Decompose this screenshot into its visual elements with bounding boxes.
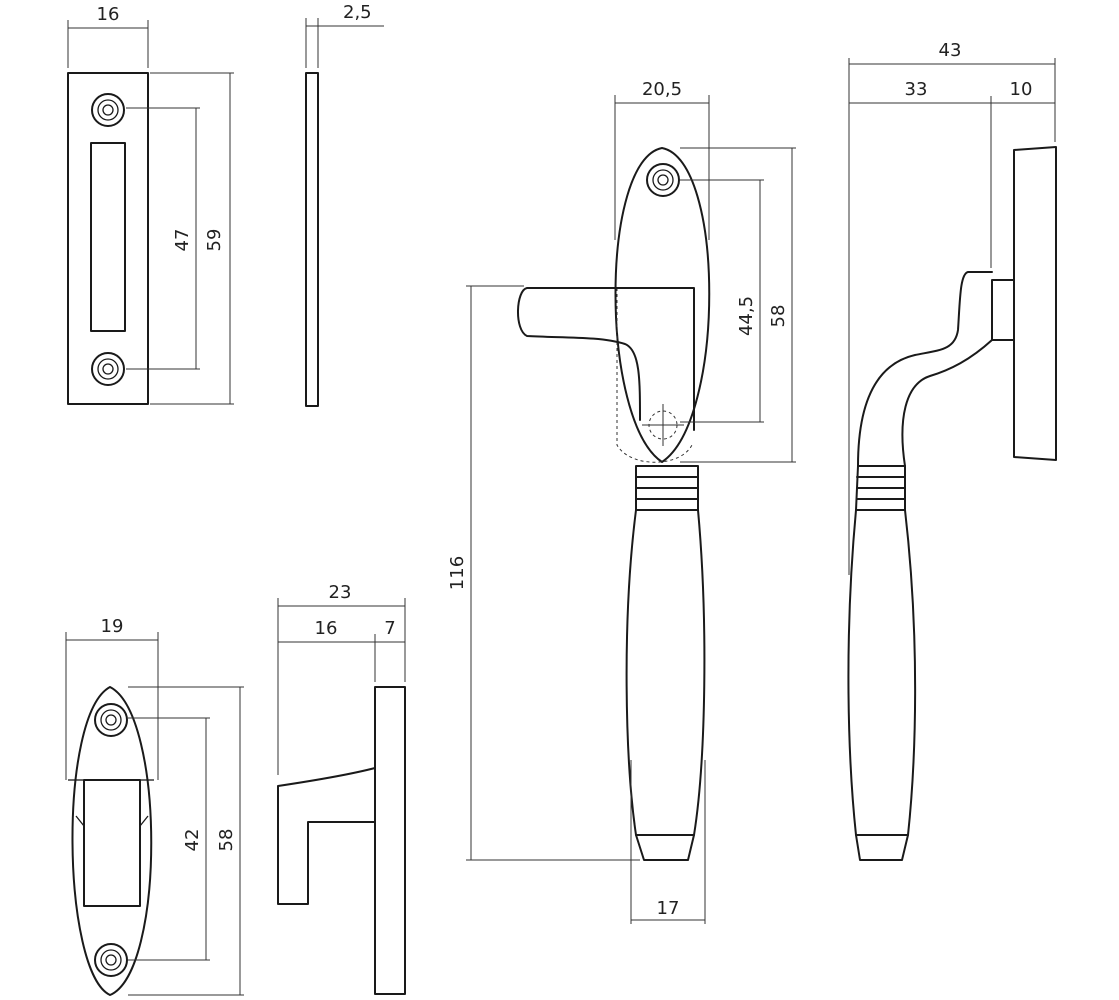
- dim-label-handle-length: 116: [447, 556, 468, 590]
- side-collar: [855, 465, 906, 511]
- plate-thickness-dimension: 2,5: [305, 2, 384, 68]
- handle-rose-height-dimension: 58: [680, 147, 796, 463]
- dim-label-hook-depth-a: 16: [315, 618, 338, 639]
- plate-hole-spacing-dimension: 47: [126, 107, 200, 370]
- handle-rose: [614, 147, 711, 463]
- handle-length-dimension: 116: [447, 285, 640, 861]
- dim-label-plate-hole-spacing: 47: [172, 229, 193, 252]
- dim-label-handle-hole-spacing: 44,5: [736, 296, 757, 336]
- keep-front-view: [68, 686, 154, 996]
- hook-depth-dimensions: 23 16 7: [277, 582, 406, 775]
- handle-rose-width-dimension: 20,5: [614, 79, 710, 240]
- handle-blade: [517, 287, 641, 421]
- plate-width-dimension: 16: [67, 4, 149, 68]
- handle-collar: [635, 465, 699, 511]
- handle-front-view: [517, 147, 711, 861]
- dim-label-keep-height: 58: [216, 829, 237, 852]
- keep-width-dimension: 19: [65, 616, 159, 780]
- dim-label-side-total-depth: 43: [939, 40, 962, 61]
- handle-grip-width-dimension: 17: [630, 760, 706, 924]
- keep-height-dimension: 58: [128, 686, 244, 996]
- dim-label-hook-depth-b: 7: [384, 618, 395, 639]
- strike-plate-side-view: [305, 72, 319, 407]
- dim-label-handle-grip-width: 17: [657, 898, 680, 919]
- plate-height-dimension: 59: [150, 72, 234, 405]
- handle-hole-spacing-dimension: 44,5: [680, 179, 764, 423]
- dim-label-handle-rose-width: 20,5: [642, 79, 682, 100]
- dim-label-plate-width: 16: [97, 4, 120, 25]
- handle-side-view: [847, 146, 1057, 861]
- screw-hole-top: [91, 93, 125, 127]
- keep-hole-spacing-dimension: 42: [128, 717, 210, 961]
- dim-label-side-depth-a: 33: [905, 79, 928, 100]
- handle-grip: [625, 509, 706, 861]
- dim-label-handle-rose-height: 58: [768, 305, 789, 328]
- side-grip: [847, 509, 917, 861]
- side-neck: [857, 271, 993, 467]
- dim-label-side-depth-b: 10: [1010, 79, 1033, 100]
- keep-screw-hole-bottom: [94, 943, 128, 977]
- dim-label-keep-hole-spacing: 42: [182, 829, 203, 852]
- side-rose: [1013, 146, 1057, 461]
- strike-plate-front-view: [67, 72, 149, 405]
- dim-label-plate-height: 59: [204, 229, 225, 252]
- side-depth-dimensions: 43 33 10: [848, 40, 1056, 575]
- dim-label-plate-thickness: 2,5: [343, 2, 372, 23]
- keep-screw-hole-top: [94, 703, 128, 737]
- screw-hole-bottom: [91, 352, 125, 386]
- dim-label-hook-total-depth: 23: [329, 582, 352, 603]
- dim-label-keep-width: 19: [101, 616, 124, 637]
- hook-side-view: [277, 686, 406, 995]
- handle-screw-hole: [646, 163, 680, 197]
